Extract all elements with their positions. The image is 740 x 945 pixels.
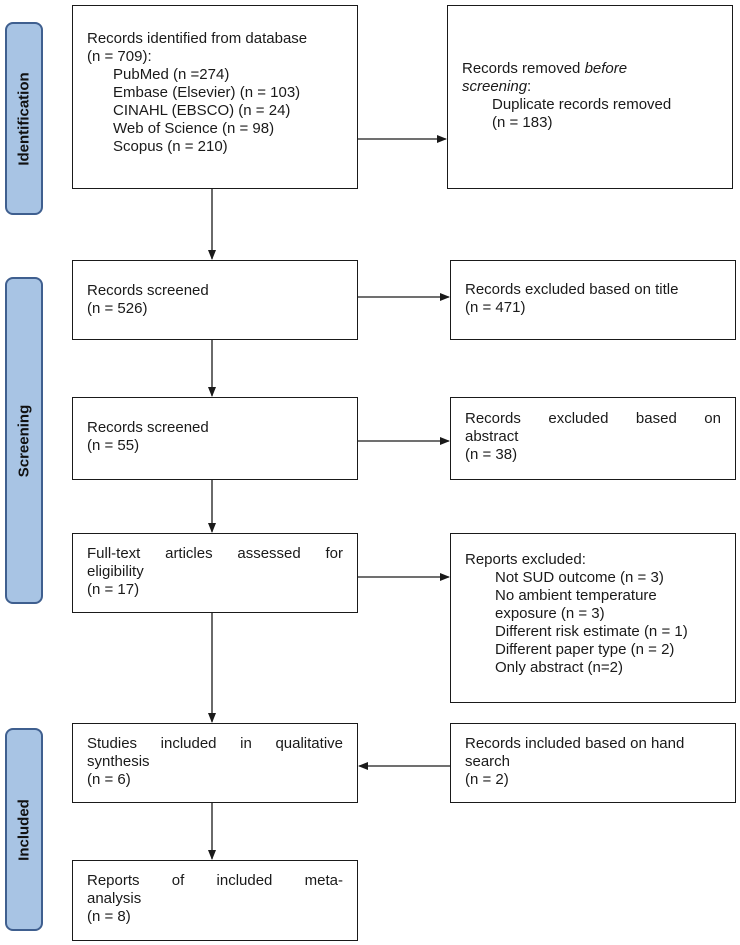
reason-risk-estimate: Different risk estimate (n = 1) (495, 623, 688, 640)
hand-search-line2: search (465, 753, 511, 770)
reason-no-temp-cont: exposure (n = 3) (495, 605, 605, 622)
meta-line1: Reports of included meta- (87, 872, 343, 889)
excluded-title-line2: (n = 471) (465, 299, 526, 316)
db-scopus: Scopus (n = 210) (113, 138, 228, 155)
records-screened-box: Records screened (n = 526) (72, 260, 358, 340)
screened1-line1: Records screened (87, 282, 209, 299)
removed-line2: screening: (462, 78, 532, 95)
records-removed-box: Records removed before screening: Duplic… (447, 5, 733, 189)
qualitative-line3: (n = 6) (87, 771, 131, 788)
records-identified-box: Records identified from database (n = 70… (72, 5, 358, 189)
phase-screening: Screening (5, 277, 43, 604)
screened2-line1: Records screened (87, 419, 209, 436)
hand-search-line1: Records included based on hand (465, 735, 685, 752)
db-embase: Embase (Elsevier) (n = 103) (113, 84, 301, 101)
reason-paper-type: Different paper type (n = 2) (495, 641, 675, 658)
qualitative-line1: Studies included in qualitative (87, 735, 343, 752)
records-screened-2-box: Records screened (n = 55) (72, 397, 358, 480)
hand-search-line3: (n = 2) (465, 771, 509, 788)
db-pubmed: PubMed (n =274) (113, 66, 230, 83)
identified-line2: (n = 709): (87, 48, 152, 65)
hand-search-box: Records included based on hand search (n… (450, 723, 736, 803)
db-wos: Web of Science (n = 98) (113, 120, 275, 137)
fulltext-assessed-box: Full-text articles assessed for eligibil… (72, 533, 358, 613)
reports-excluded-line1: Reports excluded: (465, 551, 586, 568)
qualitative-synthesis-box: Studies included in qualitative synthesi… (72, 723, 358, 803)
excluded-abstract-line2: abstract (465, 428, 519, 445)
removed-line1: Records removed before (462, 60, 628, 77)
meta-line3: (n = 8) (87, 908, 131, 925)
excluded-title-line1: Records excluded based on title (465, 281, 679, 298)
screened1-line2: (n = 526) (87, 300, 148, 317)
excluded-abstract-line1: Records excluded based on (465, 410, 721, 427)
identified-line1: Records identified from database (87, 30, 308, 47)
excluded-abstract-box: Records excluded based on abstract (n = … (450, 397, 736, 480)
excluded-title-box: Records excluded based on title (n = 471… (450, 260, 736, 340)
phase-identification: Identification (5, 22, 43, 215)
reason-no-temp: No ambient temperature (495, 587, 657, 604)
db-cinahl: CINAHL (EBSCO) (n = 24) (113, 102, 291, 119)
phase-included: Included (5, 728, 43, 931)
removed-line4: (n = 183) (492, 114, 553, 131)
fulltext-line3: (n = 17) (87, 581, 140, 598)
reason-only-abstract: Only abstract (n=2) (495, 659, 623, 676)
qualitative-line2: synthesis (87, 753, 150, 770)
removed-line3: Duplicate records removed (492, 96, 672, 113)
excluded-abstract-line3: (n = 38) (465, 446, 518, 463)
fulltext-line1: Full-text articles assessed for (87, 545, 343, 562)
meta-analysis-box: Reports of included meta- analysis (n = … (72, 860, 358, 941)
screened2-line2: (n = 55) (87, 437, 140, 454)
fulltext-line2: eligibility (87, 563, 144, 580)
meta-line2: analysis (87, 890, 142, 907)
reason-not-sud: Not SUD outcome (n = 3) (495, 569, 664, 586)
reports-excluded-box: Reports excluded: Not SUD outcome (n = 3… (450, 533, 736, 703)
